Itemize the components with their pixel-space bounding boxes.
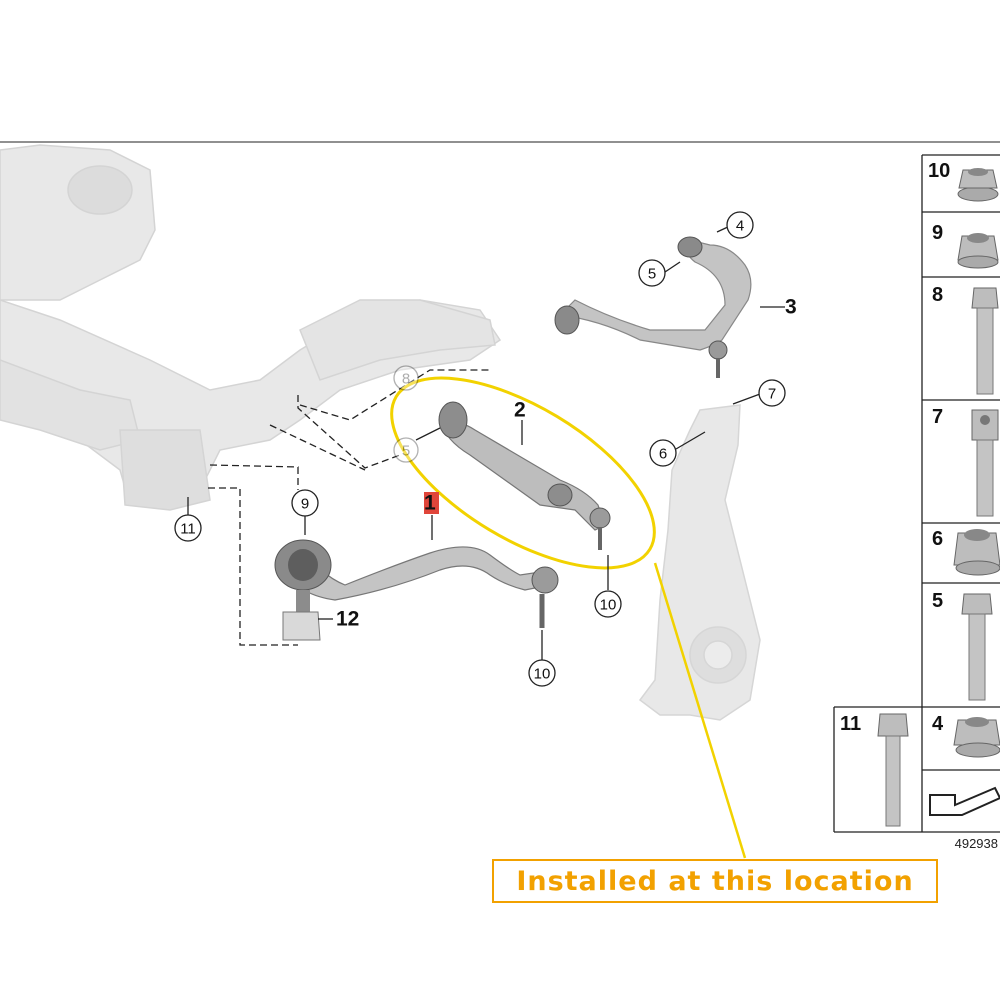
hex-nut-9-icon: [957, 233, 999, 269]
dashed-leaders: [208, 369, 490, 646]
callout-9[interactable]: 9: [291, 489, 319, 517]
callout-10-upper-text: 10: [600, 597, 617, 614]
hex-bolt-8-icon: [971, 287, 999, 395]
callout-5-upper[interactable]: 5: [638, 259, 666, 287]
hex-bolt-5-icon: [961, 593, 993, 701]
panel-label-9: 9: [932, 222, 943, 244]
callout-10-upper[interactable]: 10: [594, 590, 622, 618]
panel-label-8: 8: [932, 284, 943, 306]
callout-7[interactable]: 7: [758, 379, 786, 407]
callout-8-faded[interactable]: 8: [393, 365, 419, 391]
callout-leaders: [187, 225, 785, 660]
callout-4-text: 4: [736, 218, 744, 235]
panel-label-5: 5: [932, 590, 943, 612]
callout-6[interactable]: 6: [649, 439, 677, 467]
panel-label-11: 11: [840, 713, 861, 735]
hardware-panel: [833, 154, 1000, 833]
tension-strut: [438, 401, 611, 550]
part-1-marker: [424, 492, 439, 514]
installed-location-highlight: [390, 376, 656, 570]
callout-5-faded-text: 5: [402, 443, 410, 460]
callout-6-text: 6: [659, 446, 667, 463]
hex-nut-6-icon: [953, 529, 1000, 576]
panel-label-6: 6: [932, 528, 943, 550]
installed-location-label-box: Installed at this location: [492, 859, 938, 903]
callout-9-text: 9: [301, 496, 309, 513]
callout-11[interactable]: 11: [174, 514, 202, 542]
callout-10-lower[interactable]: 10: [528, 659, 556, 687]
panel-label-7: 7: [932, 406, 943, 428]
callout-10-lower-text: 10: [534, 666, 551, 683]
upper-control-arm: [554, 236, 752, 378]
flange-nut-10-icon: [957, 168, 999, 202]
view-direction-arrow-icon: [929, 786, 1000, 816]
panel-label-10: 10: [928, 160, 950, 182]
diagram-code: 492938: [955, 836, 998, 851]
callout-7-text: 7: [768, 386, 776, 403]
lower-control-arm: [274, 539, 559, 641]
part-2-label[interactable]: 2: [514, 399, 526, 422]
steering-knuckle-ghost: [638, 404, 761, 721]
part-3-label[interactable]: 3: [785, 296, 797, 319]
callout-5-faded[interactable]: 5: [393, 437, 419, 463]
callout-4[interactable]: 4: [726, 211, 754, 239]
installed-location-label: Installed at this location: [516, 865, 914, 897]
subframe-ghost: [0, 144, 502, 511]
flange-nut-4-icon: [953, 717, 1000, 758]
long-bolt-11-icon: [877, 713, 909, 827]
part-1-label[interactable]: 1: [424, 492, 436, 515]
callout-11-text: 11: [180, 521, 196, 538]
callout-5-upper-text: 5: [648, 266, 656, 283]
panel-label-4: 4: [932, 713, 944, 735]
part-12-label[interactable]: 12: [336, 608, 359, 631]
torx-bolt-7-icon: [971, 409, 999, 517]
highlight-pointer-line: [653, 562, 747, 859]
callout-8-faded-text: 8: [402, 371, 410, 388]
